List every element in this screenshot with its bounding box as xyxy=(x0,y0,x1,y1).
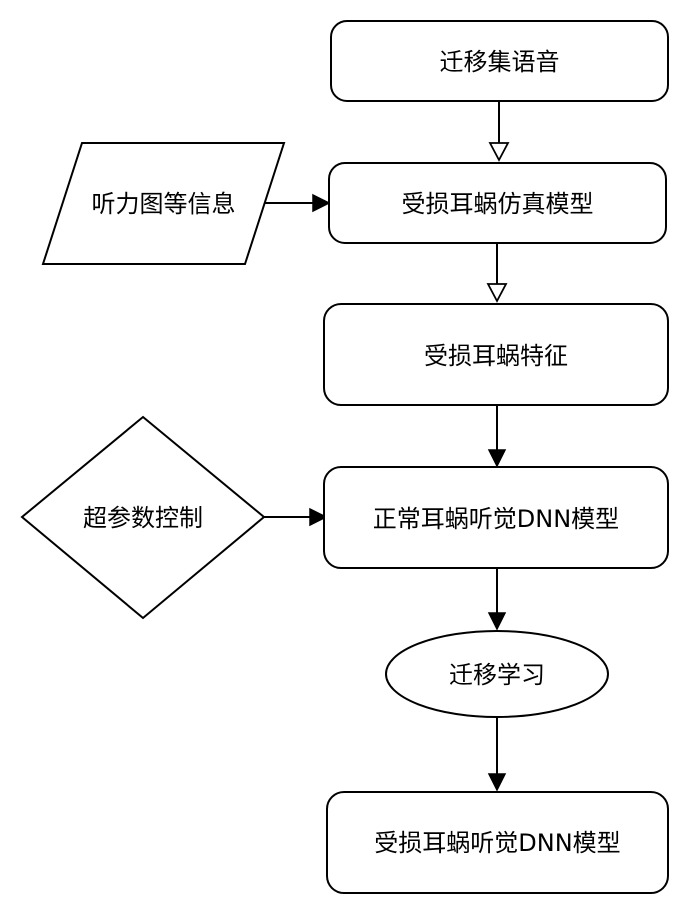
connectors xyxy=(264,101,510,792)
node-damaged-cochlea-dnn-label: 受损耳蜗听觉DNN模型 xyxy=(374,829,620,857)
node-transfer-learning-label: 迁移学习 xyxy=(449,661,545,689)
edge-features-to-normal-head xyxy=(487,449,507,468)
node-hyperparameter-control-label: 超参数控制 xyxy=(83,504,203,532)
node-audiogram-info-label: 听力图等信息 xyxy=(92,190,236,218)
node-hyperparameter-control: 超参数控制 xyxy=(20,415,266,620)
node-audiogram-info: 听力图等信息 xyxy=(41,142,286,265)
node-transfer-speech-label: 迁移集语音 xyxy=(440,48,560,76)
node-damaged-cochlea-features: 受损耳蜗特征 xyxy=(323,303,669,406)
node-transfer-speech: 迁移集语音 xyxy=(330,20,669,102)
node-transfer-learning: 迁移学习 xyxy=(385,630,609,718)
edge-hyper-to-normal-head xyxy=(309,507,328,527)
node-damaged-cochlea-features-label: 受损耳蜗特征 xyxy=(424,342,568,370)
node-damaged-cochlea-dnn: 受损耳蜗听觉DNN模型 xyxy=(326,791,669,894)
node-damaged-cochlea-sim-model-label: 受损耳蜗仿真模型 xyxy=(402,190,594,218)
node-normal-cochlea-dnn: 正常耳蜗听觉DNN模型 xyxy=(323,466,669,569)
edge-sim-to-features-head xyxy=(486,283,508,303)
edge-learning-to-damaged-head xyxy=(487,773,507,792)
node-normal-cochlea-dnn-label: 正常耳蜗听觉DNN模型 xyxy=(373,505,619,533)
edge-normal-to-learning-head xyxy=(487,612,507,631)
node-damaged-cochlea-sim-model: 受损耳蜗仿真模型 xyxy=(328,162,667,244)
edge-speech-to-sim-head xyxy=(488,142,510,162)
edge-audiogram-to-sim-head xyxy=(312,193,331,213)
